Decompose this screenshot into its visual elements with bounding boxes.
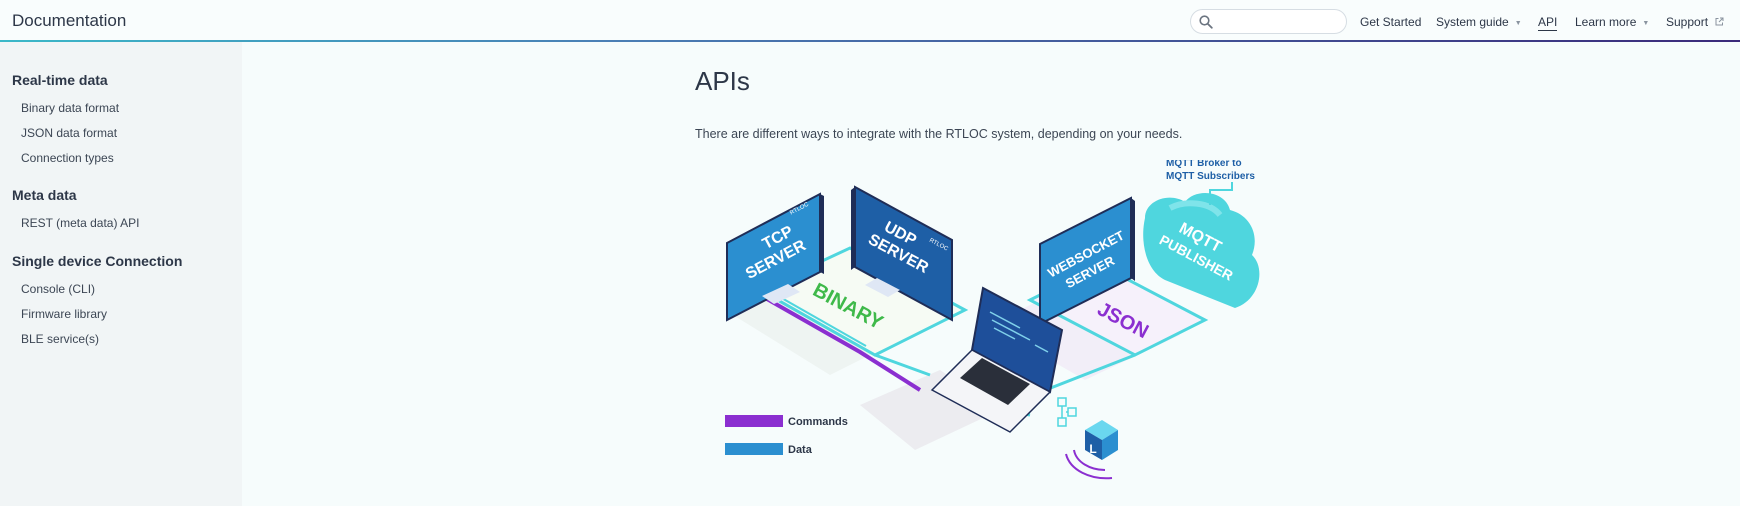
legend-swatch-commands	[725, 415, 783, 427]
mqtt-note-line1: MQTT Broker to	[1166, 160, 1242, 169]
nav-label: Get Started	[1360, 15, 1422, 29]
nav-label: Support	[1666, 15, 1709, 29]
nav-get-started[interactable]: Get Started	[1360, 15, 1421, 29]
brand-title[interactable]: Documentation	[12, 11, 127, 30]
sidebar-section-meta-data: Meta data	[12, 187, 77, 203]
sidebar-item-console-cli[interactable]: Console (CLI)	[21, 282, 96, 296]
sidebar-item-json-data-format[interactable]: JSON data format	[21, 126, 118, 140]
network-icon	[1057, 397, 1077, 427]
nav-api[interactable]: API	[1538, 15, 1558, 31]
binary-link	[874, 353, 931, 377]
sidebar-item-connection-types[interactable]: Connection types	[21, 151, 114, 165]
legend: Commands Data	[725, 415, 848, 456]
mqtt-publisher-cloud: MQTT PUBLISHER	[1143, 182, 1260, 308]
udp-server: UDP SERVER RTLOC	[851, 185, 953, 322]
search-input[interactable]	[1217, 13, 1341, 32]
sidebar-section-single-device-connection: Single device Connection	[12, 253, 183, 269]
tcp-server: TCP SERVER RTLOC	[726, 192, 824, 322]
legend-label-commands: Commands	[788, 416, 848, 428]
laptop	[930, 286, 1064, 433]
api-integration-diagram: BINARY JSON TCP SERVER RTLOC UDP SERVER …	[725, 160, 1260, 480]
sidebar-section-real-time-data: Real-time data	[12, 72, 108, 88]
sidebar-item-binary-data-format[interactable]: Binary data format	[21, 101, 120, 115]
sidebar: Real-time data Binary data format JSON d…	[0, 42, 242, 506]
nav-label: System guide	[1436, 15, 1509, 29]
nav-support[interactable]: Support	[1666, 15, 1724, 29]
search-box[interactable]	[1190, 9, 1347, 34]
device-letter: L	[1089, 442, 1096, 456]
external-link-icon	[1715, 17, 1724, 26]
search-icon	[1199, 15, 1213, 29]
sidebar-item-firmware-library[interactable]: Firmware library	[21, 307, 108, 321]
intro-text: There are different ways to integrate wi…	[695, 127, 1183, 141]
sidebar-item-ble-services[interactable]: BLE service(s)	[21, 332, 100, 346]
mqtt-note-line2: MQTT Subscribers	[1166, 171, 1255, 182]
websocket-server: WEBSOCKET SERVER	[1039, 196, 1135, 326]
legend-swatch-data	[725, 443, 783, 455]
caret-down-icon: ▼	[1642, 20, 1650, 27]
legend-label-data: Data	[788, 444, 813, 456]
rtloc-device-cube: L	[1065, 420, 1118, 480]
caret-down-icon: ▼	[1514, 20, 1522, 27]
top-header: Documentation Get Started System guide▼ …	[0, 0, 1740, 42]
nav-learn-more[interactable]: Learn more ▼	[1575, 15, 1649, 29]
nav-label: API	[1538, 15, 1558, 29]
page-title: APIs	[695, 66, 750, 96]
sidebar-item-rest-api[interactable]: REST (meta data) API	[21, 216, 140, 230]
nav-label: Learn more	[1575, 15, 1637, 29]
nav-system-guide[interactable]: System guide ▼	[1436, 15, 1522, 29]
